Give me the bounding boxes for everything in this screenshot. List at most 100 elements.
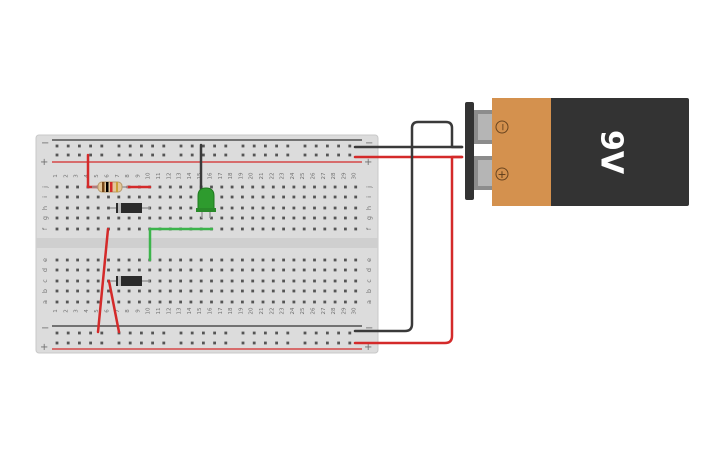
terminal-hole[interactable] [127,289,131,293]
terminal-hole[interactable] [220,258,224,262]
terminal-hole[interactable] [302,216,306,220]
rail-hole[interactable] [55,341,59,345]
battery-9v[interactable]: − + 9V [465,98,689,206]
terminal-hole[interactable] [107,195,110,199]
rail-hole[interactable] [100,341,104,345]
rail-hole[interactable] [202,341,205,345]
terminal-hole[interactable] [117,300,121,304]
terminal-hole[interactable] [55,268,59,272]
rail-hole[interactable] [202,153,205,157]
terminal-hole[interactable] [282,227,285,231]
terminal-hole[interactable] [220,195,224,199]
terminal-hole[interactable] [323,185,327,189]
rail-hole[interactable] [66,153,70,157]
rail-hole[interactable] [55,144,59,148]
terminal-hole[interactable] [117,227,121,231]
terminal-hole[interactable] [158,289,162,293]
rail-hole[interactable] [224,331,228,335]
terminal-hole[interactable] [55,185,59,189]
rail-hole[interactable] [55,153,59,157]
rail-hole[interactable] [241,144,245,148]
terminal-hole[interactable] [220,227,224,231]
terminal-hole[interactable] [333,300,337,304]
terminal-hole[interactable] [282,258,285,262]
terminal-hole[interactable] [302,289,306,293]
terminal-hole[interactable] [333,258,337,262]
terminal-hole[interactable] [117,268,121,272]
rail-hole[interactable] [213,341,216,345]
rail-hole[interactable] [55,331,59,335]
terminal-hole[interactable] [230,185,234,189]
terminal-hole[interactable] [271,206,275,210]
terminal-hole[interactable] [158,185,162,189]
rail-hole[interactable] [89,341,92,345]
terminal-hole[interactable] [65,289,69,293]
terminal-hole[interactable] [210,268,213,272]
rail-hole[interactable] [314,153,318,157]
terminal-hole[interactable] [107,258,110,262]
terminal-hole[interactable] [96,258,100,262]
terminal-hole[interactable] [241,258,244,262]
terminal-hole[interactable] [271,258,275,262]
terminal-hole[interactable] [271,185,275,189]
terminal-hole[interactable] [271,195,275,199]
rail-hole[interactable] [241,331,245,335]
terminal-hole[interactable] [76,216,79,220]
terminal-hole[interactable] [76,206,79,210]
terminal-hole[interactable] [302,279,306,283]
rail-hole[interactable] [179,144,183,148]
terminal-hole[interactable] [148,216,152,220]
terminal-hole[interactable] [76,227,79,231]
terminal-hole[interactable] [65,216,69,220]
terminal-hole[interactable] [86,279,90,283]
rail-hole[interactable] [213,331,216,335]
components[interactable] [92,181,216,286]
terminal-hole[interactable] [251,227,255,231]
terminal-hole[interactable] [220,300,224,304]
terminal-hole[interactable] [230,216,234,220]
terminal-hole[interactable] [251,268,255,272]
terminal-hole[interactable] [76,289,79,293]
terminal-hole[interactable] [148,300,152,304]
terminal-hole[interactable] [313,279,316,283]
terminal-hole[interactable] [241,206,244,210]
terminal-hole[interactable] [323,300,327,304]
rail-hole[interactable] [162,341,166,345]
terminal-hole[interactable] [86,216,90,220]
terminal-hole[interactable] [168,185,172,189]
terminal-hole[interactable] [55,258,59,262]
rail-hole[interactable] [241,341,245,345]
terminal-hole[interactable] [344,195,347,199]
terminal-hole[interactable] [148,268,152,272]
terminal-hole[interactable] [86,300,90,304]
terminal-hole[interactable] [344,300,347,304]
terminal-hole[interactable] [127,300,131,304]
terminal-hole[interactable] [241,185,244,189]
rail-hole[interactable] [151,331,154,335]
terminal-hole[interactable] [261,258,265,262]
terminal-hole[interactable] [210,185,213,189]
rail-hole[interactable] [179,153,183,157]
rail-hole[interactable] [151,341,154,345]
terminal-hole[interactable] [127,268,131,272]
terminal-hole[interactable] [333,195,337,199]
rail-hole[interactable] [66,331,70,335]
rail-hole[interactable] [286,153,290,157]
terminal-hole[interactable] [138,289,141,293]
terminal-hole[interactable] [168,300,172,304]
terminal-hole[interactable] [271,289,275,293]
rail-hole[interactable] [264,144,267,148]
terminal-hole[interactable] [117,258,121,262]
terminal-hole[interactable] [282,206,285,210]
terminal-hole[interactable] [76,268,79,272]
terminal-hole[interactable] [179,206,182,210]
terminal-hole[interactable] [313,206,316,210]
terminal-hole[interactable] [241,279,244,283]
terminal-hole[interactable] [292,279,296,283]
terminal-hole[interactable] [117,289,121,293]
terminal-hole[interactable] [168,216,172,220]
terminal-hole[interactable] [323,195,327,199]
rail-hole[interactable] [202,144,205,148]
rail-hole[interactable] [264,341,267,345]
terminal-hole[interactable] [138,195,141,199]
